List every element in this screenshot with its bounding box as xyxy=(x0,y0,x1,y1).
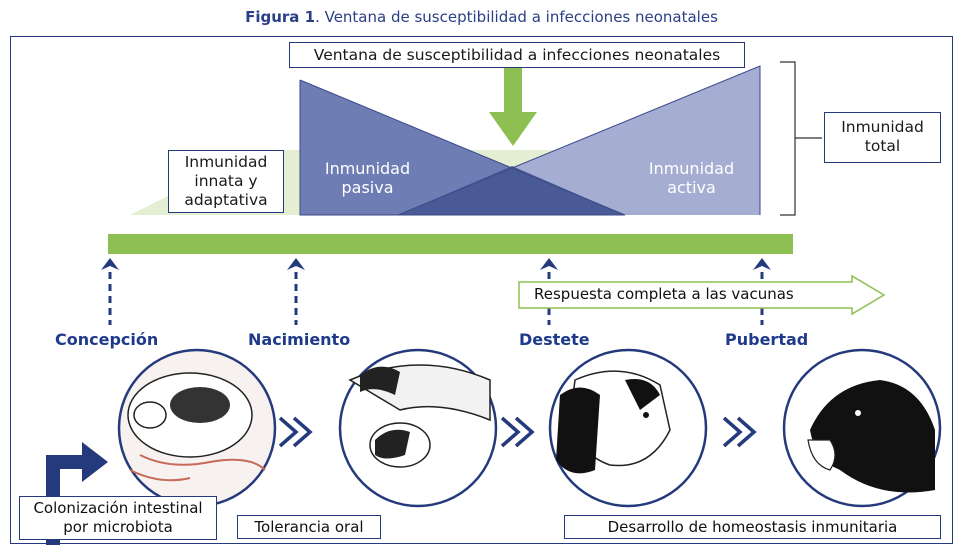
weaned-calf-illustration xyxy=(548,348,708,508)
total-immunity-label: Inmunidad total xyxy=(824,112,941,163)
overlap-region xyxy=(398,166,625,215)
stage-conception: Concepción xyxy=(55,330,159,349)
calf-fetus-illustration xyxy=(117,348,277,508)
timeline-bar xyxy=(108,234,793,254)
innate-immunity-label: Inmunidad innata y adaptativa xyxy=(168,150,284,213)
window-arrow xyxy=(489,62,537,146)
heifer-illustration xyxy=(782,348,942,508)
calf-nursing-illustration xyxy=(338,348,498,508)
figure-title-text: . Ventana de susceptibilidad a infeccion… xyxy=(315,8,718,26)
innate-line3: adaptativa xyxy=(184,191,268,209)
total-immunity-bracket xyxy=(780,61,796,216)
colonization-caption: Colonización intestinal por microbiota xyxy=(19,496,217,540)
colonization-line1: Colonización intestinal xyxy=(33,499,203,517)
stage-puberty: Pubertad xyxy=(725,330,809,349)
colonization-arrow xyxy=(46,442,108,545)
oral-tolerance-caption: Tolerancia oral xyxy=(237,515,381,539)
double-chevron-icon xyxy=(278,416,757,448)
homeostasis-caption: Desarrollo de homeostasis inmunitaria xyxy=(564,515,941,539)
figure-frame xyxy=(10,36,953,544)
vaccine-arrow xyxy=(518,274,886,316)
window-label: Ventana de susceptibilidad a infecciones… xyxy=(289,42,745,68)
passive-line2: pasiva xyxy=(341,178,394,197)
passive-immunity-label: Inmunidad pasiva xyxy=(310,159,425,197)
active-immunity-label: Inmunidad activa xyxy=(634,159,749,197)
colonization-line2: por microbiota xyxy=(63,518,173,536)
stage-weaning: Destete xyxy=(519,330,590,349)
innate-line1: Inmunidad xyxy=(184,153,268,171)
total-immunity-line2: total xyxy=(864,137,901,155)
total-immunity-line1: Inmunidad xyxy=(841,118,924,136)
vaccine-response-label: Respuesta completa a las vacunas xyxy=(534,285,794,303)
figure-title: Figura 1. Ventana de susceptibilidad a i… xyxy=(0,8,963,26)
active-line1: Inmunidad xyxy=(648,159,735,178)
innate-line2: innata y xyxy=(194,172,258,190)
active-line2: activa xyxy=(667,178,716,197)
passive-line1: Inmunidad xyxy=(324,159,411,178)
stage-birth: Nacimiento xyxy=(248,330,351,349)
figure-number: Figura 1 xyxy=(245,8,316,26)
